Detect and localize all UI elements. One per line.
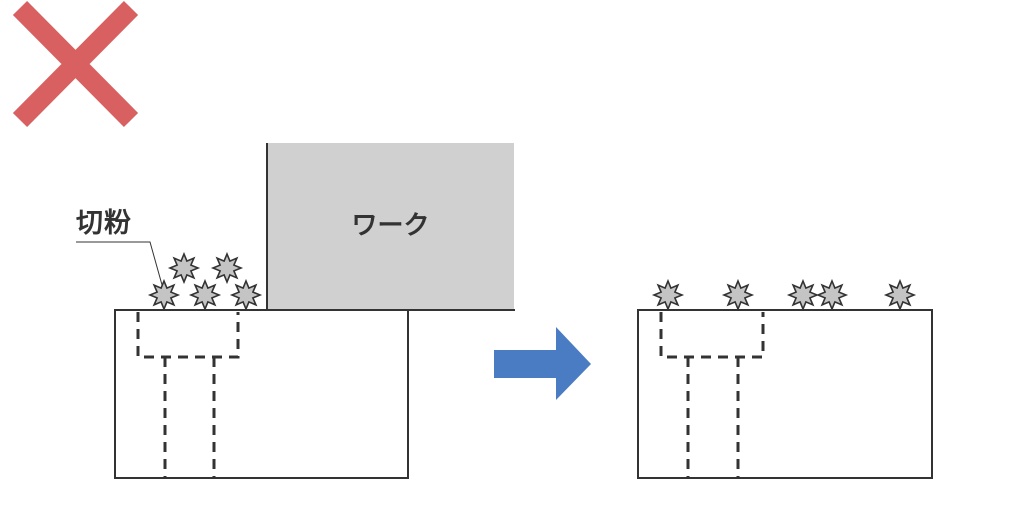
chip-star-icon: [167, 251, 201, 285]
hidden-hole-right: [659, 312, 765, 478]
x-mark-icon: [12, 0, 139, 128]
chip-star-icon: [815, 278, 849, 312]
right-arrow-icon: [494, 327, 591, 400]
work-label: ワーク: [351, 211, 430, 241]
chips-left: [147, 251, 263, 312]
hidden-hole-left: [136, 312, 240, 478]
chip-star-icon: [651, 278, 685, 312]
chips-leader-line: [76, 241, 165, 293]
fixture-left: [114, 309, 409, 479]
chip-star-icon: [210, 251, 244, 285]
fixture-right: [637, 309, 933, 479]
chip-star-icon: [188, 278, 222, 312]
chip-star-icon: [721, 278, 755, 312]
chip-star-icon: [883, 278, 917, 312]
chip-star-icon: [229, 278, 263, 312]
chips-label: 切粉: [76, 208, 132, 239]
chips-right: [651, 278, 917, 312]
chip-star-icon: [786, 278, 820, 312]
chip-star-icon: [147, 278, 181, 312]
work-piece: [268, 143, 514, 310]
